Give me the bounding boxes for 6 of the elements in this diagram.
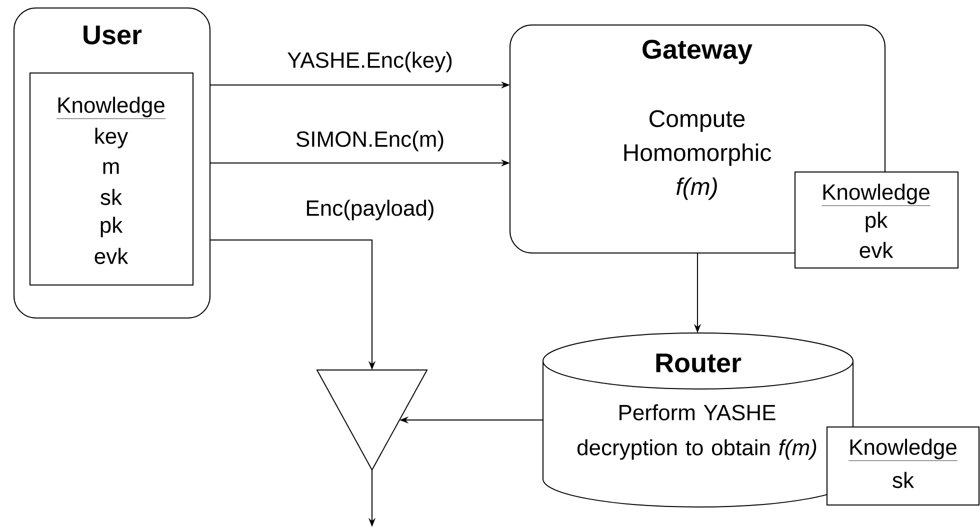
edge-label: SIMON.Enc(m): [296, 130, 444, 152]
edge-label: Enc(payload): [307, 200, 434, 220]
edge-label: YASHE.Enc(key): [288, 52, 452, 72]
knowledge-box: Knowledge key m sk pk evk: [30, 72, 194, 286]
knowledge-box: Knowledge pk evk: [794, 172, 958, 268]
knowledge-box: Knowledge sk: [826, 426, 980, 506]
